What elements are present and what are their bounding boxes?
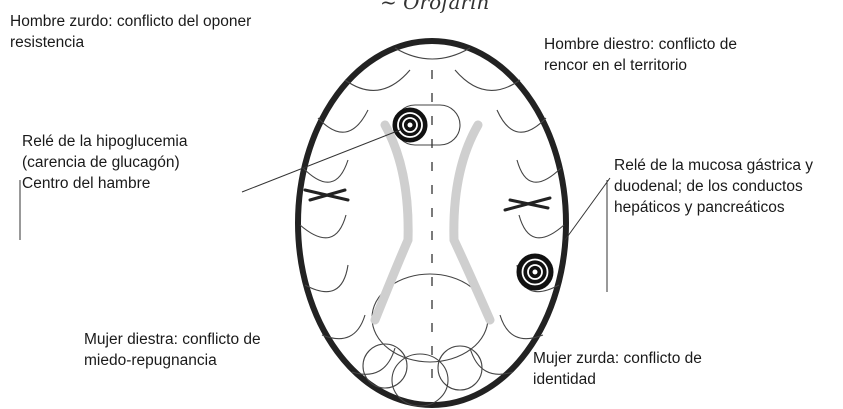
label-line: Hombre diestro: conflicto de <box>544 34 737 55</box>
label-line: Centro del hambre <box>22 173 187 194</box>
cross-marks <box>305 190 550 210</box>
label-line: rencor en el territorio <box>544 55 737 76</box>
label-line: hepáticos y pancreáticos <box>614 197 813 218</box>
label-line: Mujer zurda: conflicto de <box>533 348 702 369</box>
label-line: resistencia <box>10 32 251 53</box>
label-line: identidad <box>533 369 702 390</box>
label-line: Hombre zurdo: conflicto del oponer <box>10 11 251 32</box>
label-line: duodenal; de los conductos <box>614 176 813 197</box>
top-scribble: ~ Orofarin <box>380 0 489 14</box>
label-mujer-diestra: Mujer diestra: conflicto de miedo-repugn… <box>84 329 261 371</box>
label-line: Relé de la mucosa gástrica y <box>614 155 813 176</box>
label-mucosa-gastrica: Relé de la mucosa gástrica y duodenal; d… <box>614 155 813 218</box>
label-hombre-diestro: Hombre diestro: conflicto de rencor en e… <box>544 34 737 76</box>
grey-bands <box>375 125 490 320</box>
label-hombre-zurdo: Hombre zurdo: conflicto del oponer resis… <box>10 11 251 53</box>
label-line: (carencia de glucagón) <box>22 152 187 173</box>
label-mujer-zurda: Mujer zurda: conflicto de identidad <box>533 348 702 390</box>
label-line: Relé de la hipoglucemia <box>22 131 187 152</box>
label-line: miedo-repugnancia <box>84 350 261 371</box>
label-line: Mujer diestra: conflicto de <box>84 329 261 350</box>
target-marker-right <box>517 254 553 290</box>
label-hipoglucemia: Relé de la hipoglucemia (carencia de glu… <box>22 131 187 194</box>
target-marker-left <box>393 108 427 142</box>
